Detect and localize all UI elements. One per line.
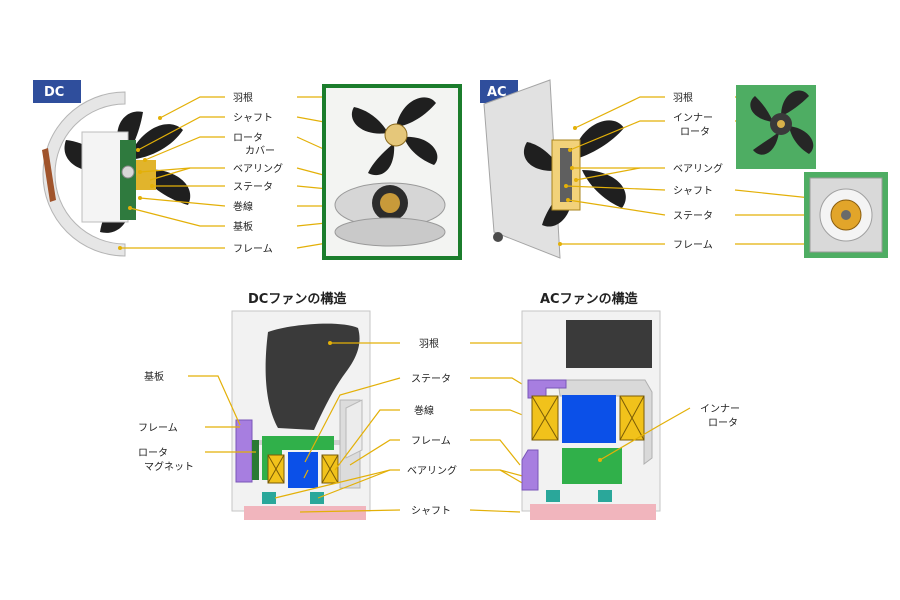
dc-label-stator: ステータ xyxy=(233,181,273,193)
dc-diagram-label-frame: フレーム xyxy=(138,422,178,434)
ac-rotor-photo xyxy=(736,85,816,169)
ac-diagram-label-rotor: ロータ xyxy=(708,417,738,429)
dc-diagram: DCファンの構造 基板 フレーム ロータ マグネット xyxy=(138,291,371,520)
dc-diagram-leaders xyxy=(188,375,309,479)
dc-photo-group: DC xyxy=(33,80,462,260)
ac-label-stator: ステータ xyxy=(673,210,713,222)
dc-photo-right xyxy=(296,84,462,260)
dc-label-shaft: シャフト xyxy=(233,113,273,124)
ac-label-inner: インナー xyxy=(673,112,713,124)
dc-labels: 羽根 シャフト ロータ カバー ベアリング ステータ 巻線 基板 フレーム xyxy=(233,91,283,255)
ac-label-frame: フレーム xyxy=(673,239,713,251)
ac-diagram-label-inner: インナー xyxy=(700,403,740,415)
dc-diagram-label-magnet: マグネット xyxy=(144,460,194,473)
center-label-winding: 巻線 xyxy=(414,404,434,417)
ac-labels: 羽根 インナー ロータ ベアリング シャフト ステータ フレーム xyxy=(673,91,723,251)
ac-stator-photo xyxy=(804,172,888,258)
dc-diagram-label-board: 基板 xyxy=(144,370,164,383)
ac-diagram-title: ACファンの構造 xyxy=(540,291,639,307)
dc-badge xyxy=(33,80,81,103)
dc-label-blade: 羽根 xyxy=(233,91,253,104)
dc-label-bearing: ベアリング xyxy=(233,162,283,175)
dc-label-winding: 巻線 xyxy=(233,200,253,213)
center-label-bearing: ベアリング xyxy=(407,464,457,477)
center-label-frame: フレーム xyxy=(411,435,451,447)
dc-label-rotor: ロータ xyxy=(233,132,263,144)
ac-diagram: ACファンの構造 インナー ロータ xyxy=(521,291,740,520)
ac-label-blade: 羽根 xyxy=(673,91,693,104)
ac-label-rotor: ロータ xyxy=(680,126,710,138)
dc-leaders xyxy=(118,96,226,250)
ac-label-bearing: ベアリング xyxy=(673,162,723,175)
dc-label-board: 基板 xyxy=(233,220,253,233)
ac-fan-photo xyxy=(483,79,626,259)
center-label-shaft: シャフト xyxy=(411,506,451,517)
dc-label-frame: フレーム xyxy=(233,243,273,255)
dc-label-cover: カバー xyxy=(245,145,275,157)
dc-diagram-title: DCファンの構造 xyxy=(248,291,347,307)
center-labels: 羽根 ステータ 巻線 フレーム ベアリング シャフト xyxy=(274,337,606,517)
center-label-blade: 羽根 xyxy=(419,337,439,350)
ac-label-shaft: シャフト xyxy=(673,186,713,197)
dc-fan-photo xyxy=(42,91,191,257)
dc-diagram-label-rotor: ロータ xyxy=(138,447,168,459)
center-label-stator: ステータ xyxy=(411,373,451,385)
ac-photo-group: AC 羽 xyxy=(480,79,888,259)
ac-badge-text: AC xyxy=(487,85,507,100)
dc-badge-text: DC xyxy=(44,85,64,100)
